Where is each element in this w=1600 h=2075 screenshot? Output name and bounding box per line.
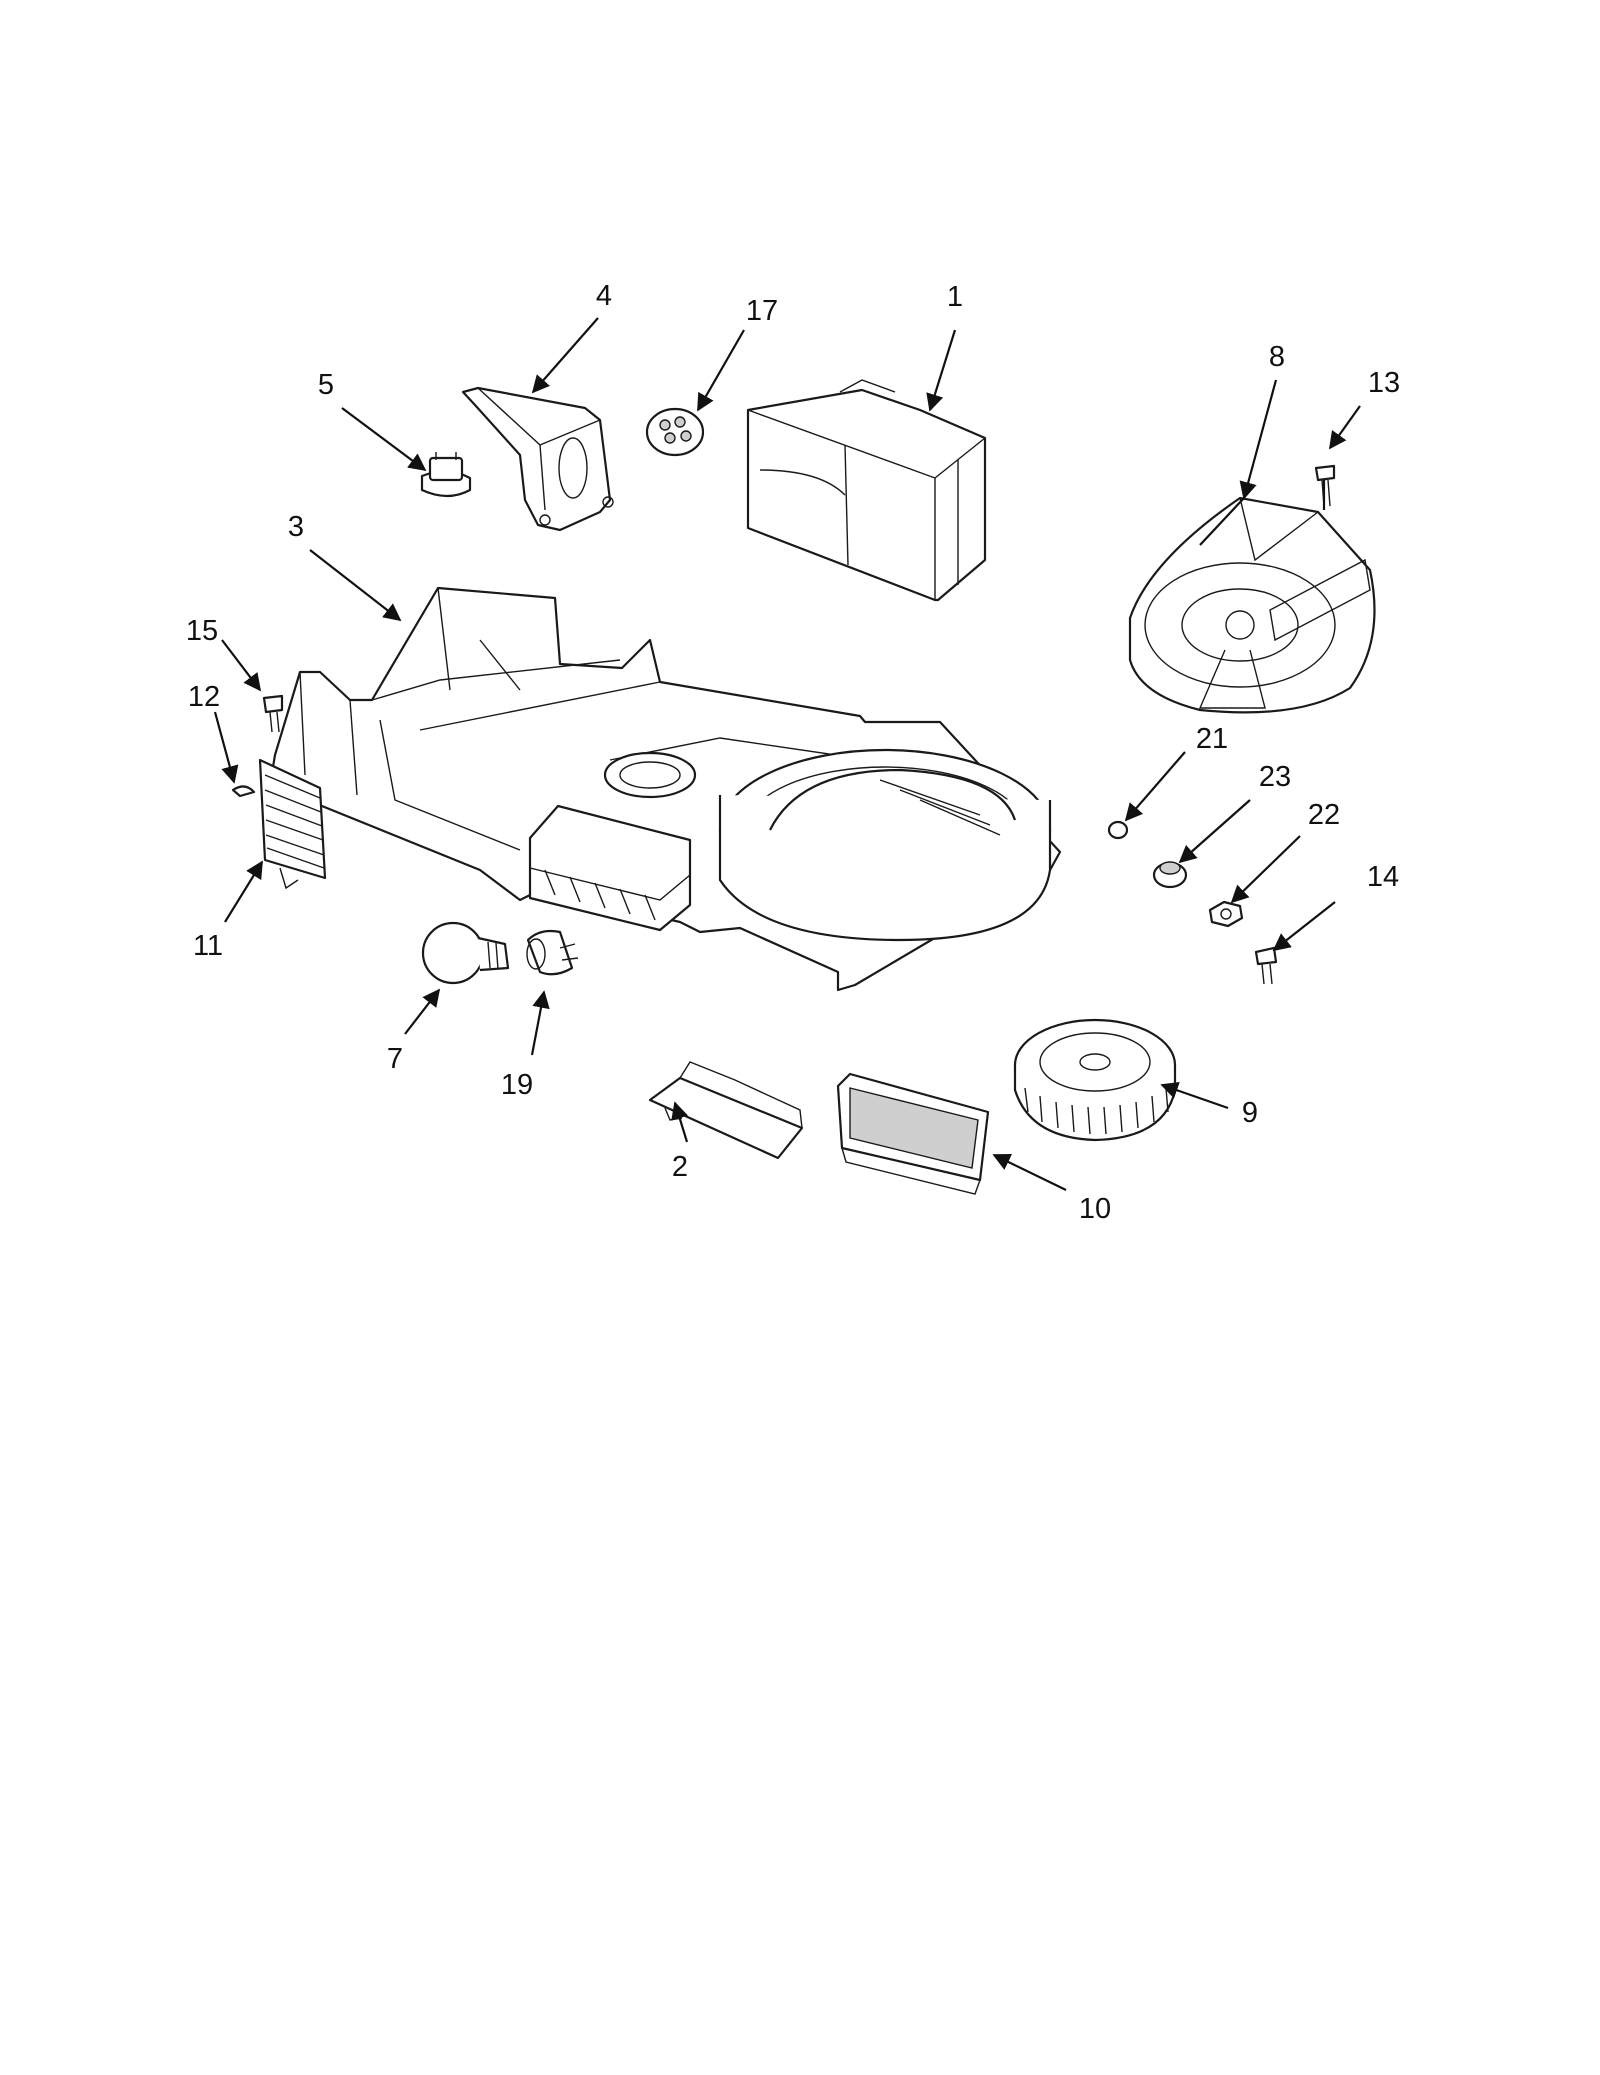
part-7-bulb xyxy=(421,921,510,985)
callout-19: 19 xyxy=(501,1069,533,1101)
callout-8: 8 xyxy=(1269,341,1285,373)
part-15-screw xyxy=(262,694,284,733)
callout-2: 2 xyxy=(672,1151,688,1183)
callout-22: 22 xyxy=(1308,799,1340,831)
callout-labels: 1 2 3 4 5 7 8 9 10 11 12 13 14 15 17 19 … xyxy=(186,280,1400,1225)
callout-7: 7 xyxy=(387,1043,403,1075)
part-14-screw xyxy=(1254,946,1278,985)
callout-15: 15 xyxy=(186,615,218,647)
part-19-socket xyxy=(526,929,579,976)
callout-12: 12 xyxy=(188,681,220,713)
callout-23: 23 xyxy=(1259,761,1291,793)
part-12-clip xyxy=(231,785,256,798)
part-23-bushing xyxy=(1152,861,1188,889)
part-4-bracket xyxy=(461,386,614,532)
callout-14: 14 xyxy=(1367,861,1399,893)
part-22-nut xyxy=(1208,900,1244,928)
part-10-filter xyxy=(836,1072,990,1195)
callout-1: 1 xyxy=(947,281,963,313)
callout-17: 17 xyxy=(746,295,778,327)
part-2-cover xyxy=(648,1061,804,1160)
callout-5: 5 xyxy=(318,369,334,401)
callout-3: 3 xyxy=(288,511,304,543)
callout-21: 21 xyxy=(1196,723,1228,755)
part-21-nut xyxy=(1107,820,1129,840)
part-11-grille xyxy=(258,758,327,890)
part-13-screw xyxy=(1314,464,1336,507)
part-9-blower-wheel xyxy=(1013,1018,1177,1142)
part-1-duct xyxy=(746,379,987,602)
part-8-blower-housing xyxy=(1128,496,1376,714)
callout-13: 13 xyxy=(1368,367,1400,399)
callout-4: 4 xyxy=(596,280,612,312)
part-17-connector xyxy=(645,407,705,457)
callout-10: 10 xyxy=(1079,1193,1111,1225)
callout-11: 11 xyxy=(193,930,223,962)
part-3-base-housing xyxy=(268,586,1062,992)
part-5-thermostat xyxy=(420,452,472,498)
leader-lines xyxy=(213,317,1361,1191)
callout-9: 9 xyxy=(1242,1097,1258,1129)
